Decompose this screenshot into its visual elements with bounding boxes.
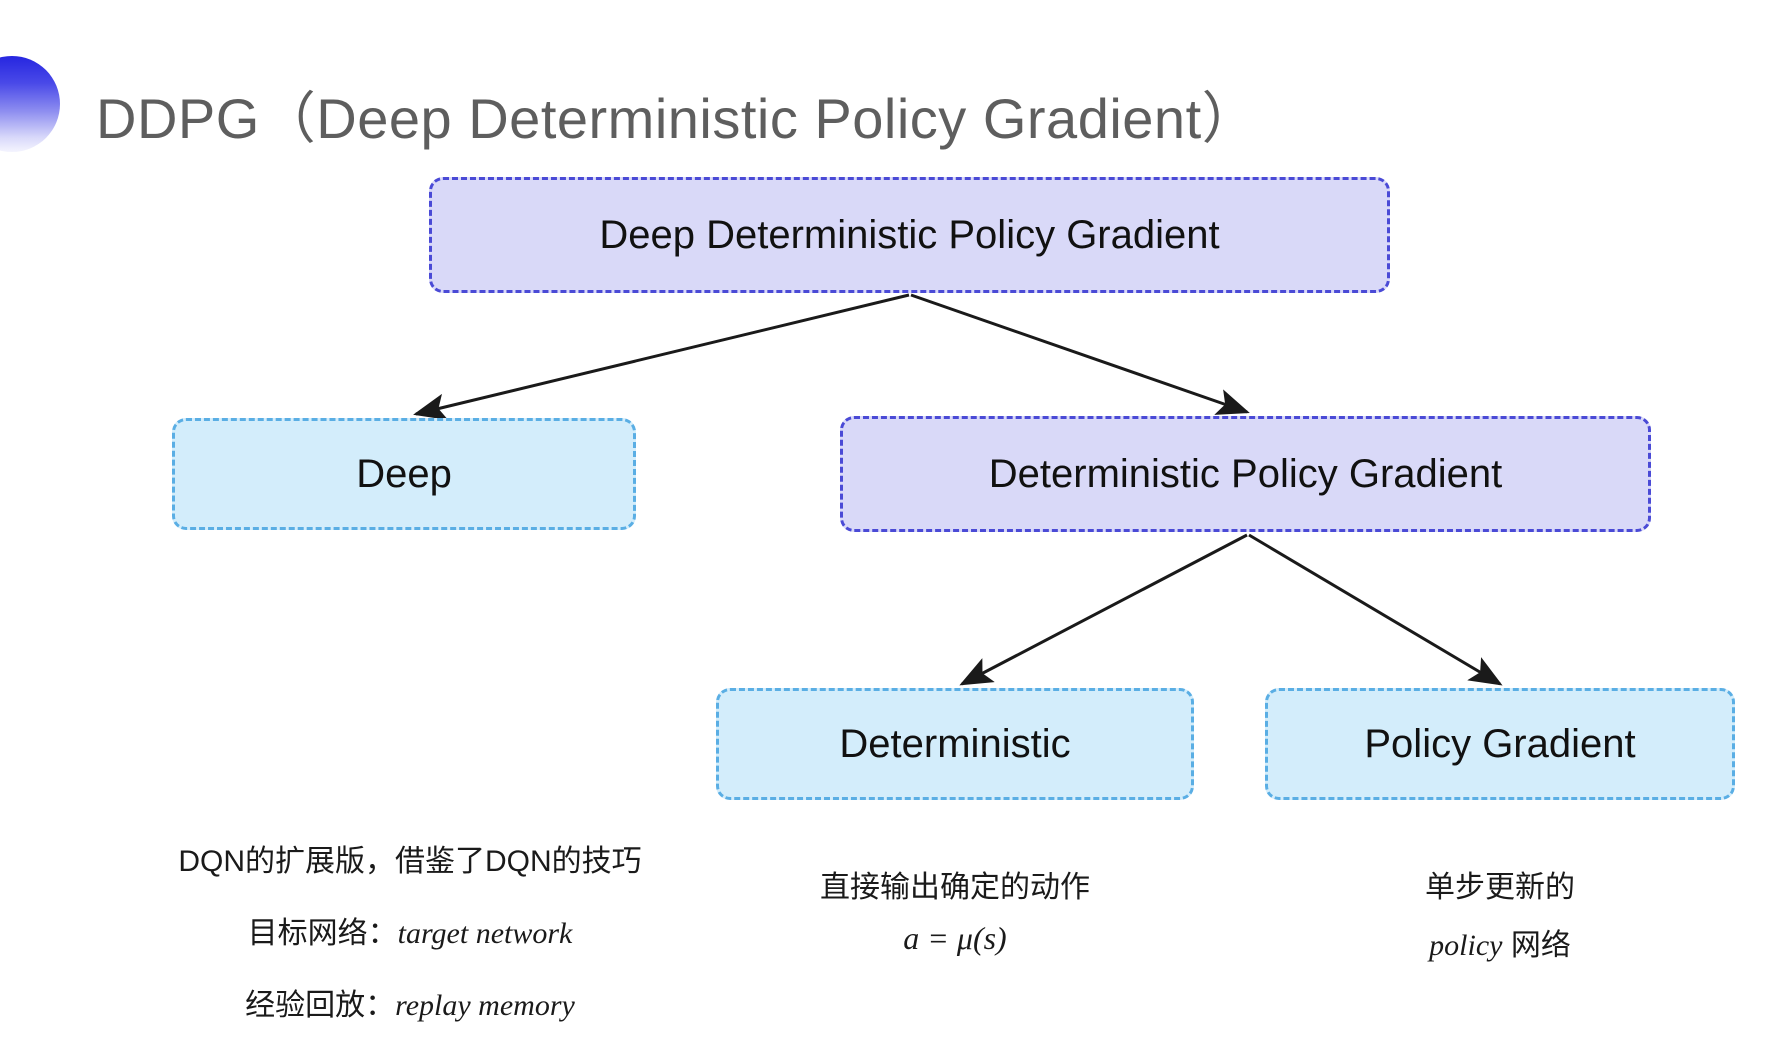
edge-dpg-to-deterministic [959,533,1248,686]
annotation-deep-line-3: 经验回放：replay memory [150,980,670,1024]
node-policy-gradient[interactable]: Policy Gradient [1265,688,1735,800]
annotation-deterministic-line-1: 直接输出确定的动作 [820,871,1090,904]
edge-root-to-deep [413,293,910,421]
annotation-deep: DQN的扩展版，借鉴了DQN的技巧 目标网络：target network 经验… [150,836,670,1052]
annotation-policy-gradient: 单步更新的 policy 网络 [1265,862,1735,978]
edge-dpg-to-policy-gradient [1248,533,1503,686]
gradient-circle-bullet-icon [0,56,60,152]
annotation-deep-line-3-label: 经验回放： [245,989,396,1022]
annotation-policy-gradient-term: policy [1429,929,1503,962]
annotation-deep-line-3-term: replay memory [395,989,575,1022]
annotation-policy-gradient-line-2: policy 网络 [1265,920,1735,964]
annotation-deep-line-2-label: 目标网络： [247,917,398,950]
node-deep-deterministic-policy-gradient[interactable]: Deep Deterministic Policy Gradient [429,177,1390,293]
annotation-deep-line-1: DQN的扩展版，借鉴了DQN的技巧 [178,845,642,878]
node-label: Deep [356,452,452,496]
annotation-deterministic-formula: a = μ(s) [903,920,1007,956]
edge-root-to-dpg [910,293,1250,415]
annotation-deep-line-2-term: target network [397,917,573,950]
node-label: Deep Deterministic Policy Gradient [599,213,1220,257]
annotation-policy-gradient-suffix: 网络 [1502,929,1571,962]
node-label: Deterministic [839,722,1071,766]
page-title: DDPG（Deep Deterministic Policy Gradient） [96,87,1259,150]
annotation-policy-gradient-line-1: 单步更新的 [1425,871,1575,904]
annotation-deep-line-2: 目标网络：target network [150,908,670,952]
node-deterministic-policy-gradient[interactable]: Deterministic Policy Gradient [840,416,1651,532]
annotation-deterministic: 直接输出确定的动作 a = μ(s) [716,862,1194,971]
node-label: Deterministic Policy Gradient [988,452,1503,496]
node-label: Policy Gradient [1364,722,1636,766]
node-deterministic[interactable]: Deterministic [716,688,1194,800]
node-deep[interactable]: Deep [172,418,636,530]
